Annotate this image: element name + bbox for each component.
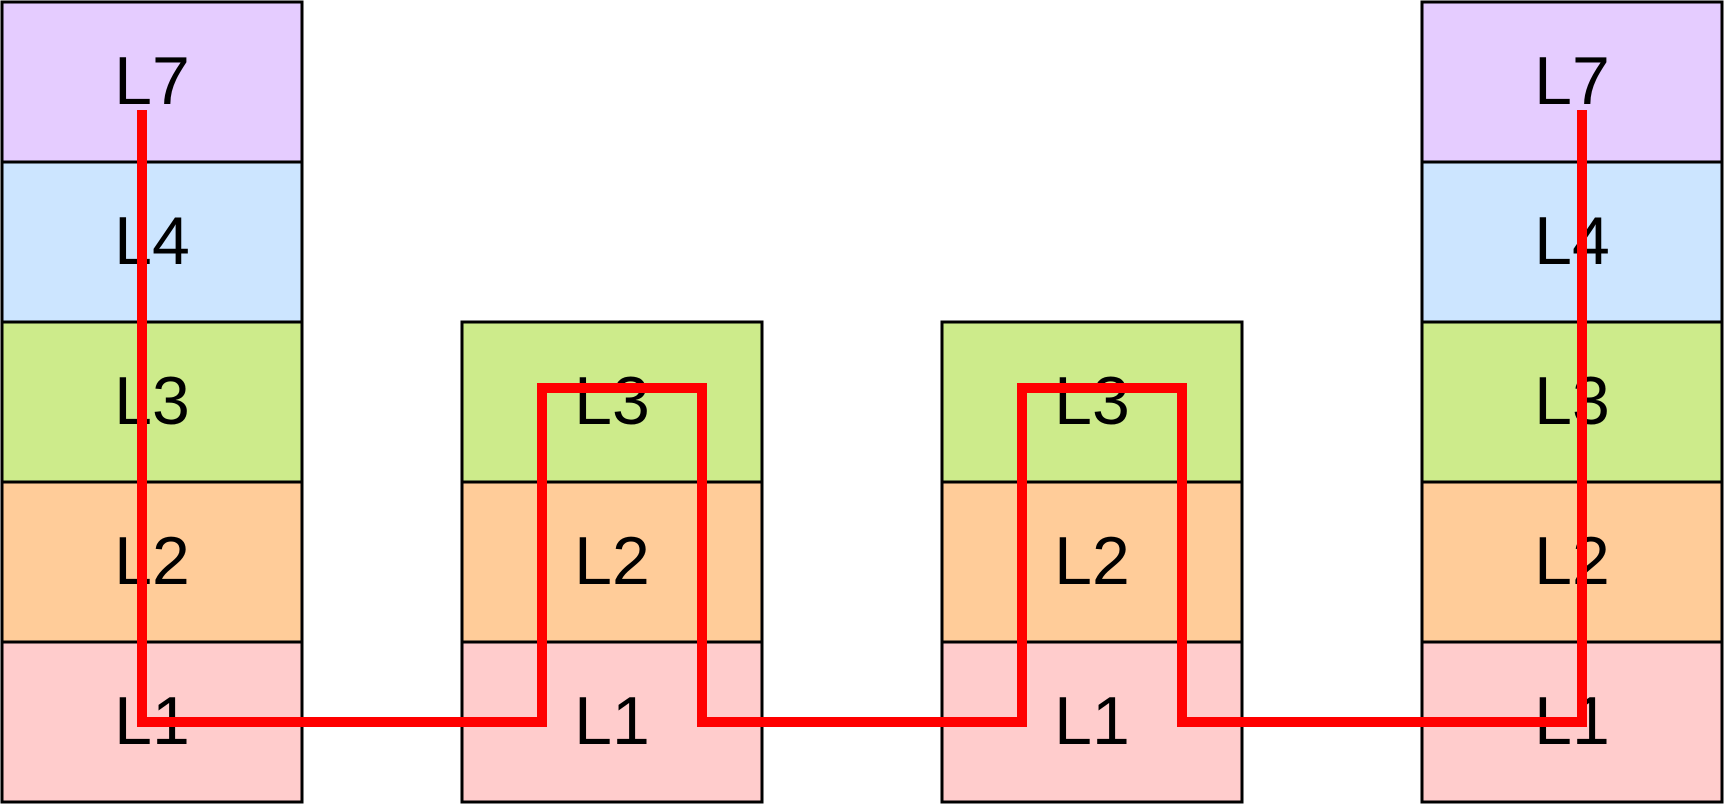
layer-label: L2 — [114, 523, 190, 599]
layer-box-l3: L3 — [0, 320, 304, 484]
layer-label: L2 — [1054, 523, 1130, 599]
stack-end-host-right: L7 L4 L3 L2 L1 — [1420, 0, 1724, 804]
layer-box-l2: L2 — [460, 480, 764, 644]
layer-rect — [460, 480, 764, 644]
layer-box-l7: L7 — [0, 0, 304, 164]
stack-end-host-left: L7 L4 L3 L2 L1 — [0, 0, 304, 804]
layer-box-l2: L2 — [0, 480, 304, 644]
layer-rect — [0, 320, 304, 484]
layer-rect — [1420, 160, 1724, 324]
layer-label: L2 — [1534, 523, 1610, 599]
layer-rect — [0, 0, 304, 164]
layer-label: L2 — [574, 523, 650, 599]
layer-box-l2: L2 — [940, 480, 1244, 644]
layer-rect — [1420, 320, 1724, 484]
layer-box-l3: L3 — [1420, 320, 1724, 484]
layer-rect — [1420, 480, 1724, 644]
layer-box-l3: L3 — [940, 320, 1244, 484]
layer-label: L7 — [114, 43, 190, 119]
layer-rect — [0, 480, 304, 644]
layer-box-l7: L7 — [1420, 0, 1724, 164]
layer-label: L4 — [1534, 203, 1610, 279]
stack-router-2: L3 L2 L1 — [940, 320, 1244, 804]
layer-label: L1 — [574, 683, 650, 759]
layer-label: L7 — [1534, 43, 1610, 119]
layer-rect — [1420, 0, 1724, 164]
layer-box-l3: L3 — [460, 320, 764, 484]
packet-path — [137, 110, 1587, 727]
layer-label: L4 — [114, 203, 190, 279]
layer-label: L3 — [1534, 363, 1610, 439]
stack-router-1: L3 L2 L1 — [460, 320, 764, 804]
layer-box-l4: L4 — [1420, 160, 1724, 324]
layer-box-l4: L4 — [0, 160, 304, 324]
layer-rect — [0, 160, 304, 324]
layer-label: L3 — [114, 363, 190, 439]
layer-label: L3 — [1054, 363, 1130, 439]
layer-rect — [940, 480, 1244, 644]
layer-label: L3 — [574, 363, 650, 439]
layer-label: L1 — [1054, 683, 1130, 759]
layer-box-l2: L2 — [1420, 480, 1724, 644]
